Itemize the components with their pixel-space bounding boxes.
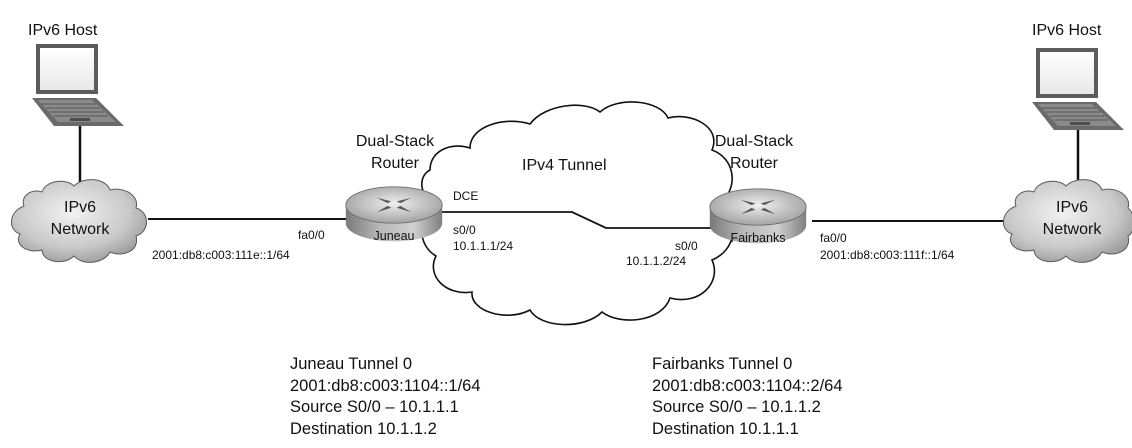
juneau-dce-label: DCE bbox=[453, 189, 479, 203]
ipv4-tunnel-cloud bbox=[421, 101, 734, 326]
right-network-line2: Network bbox=[1042, 221, 1102, 238]
juneau-fast-interface: fa0/0 bbox=[298, 228, 325, 242]
ipv4-tunnel-label: IPv4 Tunnel bbox=[522, 157, 607, 174]
right-host-laptop-icon bbox=[1031, 47, 1125, 131]
fairbanks-router-name: Fairbanks bbox=[730, 231, 786, 245]
juneau-router-name: Juneau bbox=[373, 229, 415, 243]
juneau-tunnel-line: Destination 10.1.1.2 bbox=[290, 419, 437, 438]
juneau-tunnel-line: Juneau Tunnel 0 bbox=[290, 355, 413, 373]
fairbanks-serial-interface: s0/0 bbox=[675, 239, 698, 253]
juneau-serial-ip: 10.1.1.1/24 bbox=[453, 239, 514, 253]
left-host-laptop-icon bbox=[31, 43, 125, 127]
right-network-line1: IPv6 bbox=[1055, 199, 1089, 216]
fairbanks-serial-ip: 10.1.1.2/24 bbox=[626, 254, 687, 268]
fairbanks-title-line2: Router bbox=[729, 155, 779, 172]
left-ipv6-network-cloud bbox=[11, 179, 147, 263]
fairbanks-tunnel-line: Destination 10.1.1.1 bbox=[652, 419, 799, 438]
fairbanks-tunnel-line: Source S0/0 – 10.1.1.2 bbox=[652, 398, 821, 416]
fairbanks-tunnel-line: 2001:db8:c003:1104::2/64 bbox=[652, 376, 843, 395]
serial-link bbox=[440, 211, 720, 229]
juneau-tunnel-config: Juneau Tunnel 0 2001:db8:c003:1104::1/64… bbox=[290, 354, 481, 440]
juneau-title-line1: Dual-Stack bbox=[355, 133, 435, 150]
left-network-line2: Network bbox=[50, 221, 110, 238]
fairbanks-tunnel-config: Fairbanks Tunnel 0 2001:db8:c003:1104::2… bbox=[652, 354, 843, 440]
left-host-label: IPv6 Host bbox=[28, 22, 98, 39]
juneau-ipv6-address: 2001:db8:c003:111e::1/64 bbox=[152, 248, 290, 262]
juneau-title-line2: Router bbox=[370, 155, 420, 172]
right-host-label: IPv6 Host bbox=[1032, 22, 1102, 39]
juneau-tunnel-line: Source S0/0 – 10.1.1.1 bbox=[290, 398, 459, 416]
fairbanks-title-line1: Dual-Stack bbox=[714, 133, 794, 150]
juneau-serial-interface: s0/0 bbox=[453, 223, 476, 237]
fairbanks-fast-interface: fa0/0 bbox=[820, 231, 847, 245]
left-network-line1: IPv6 bbox=[63, 199, 97, 216]
right-ipv6-network-cloud bbox=[1003, 179, 1132, 263]
juneau-tunnel-line: 2001:db8:c003:1104::1/64 bbox=[290, 376, 481, 395]
fairbanks-tunnel-line: Fairbanks Tunnel 0 bbox=[652, 355, 793, 373]
fairbanks-ipv6-address: 2001:db8:c003:111f::1/64 bbox=[820, 248, 955, 262]
